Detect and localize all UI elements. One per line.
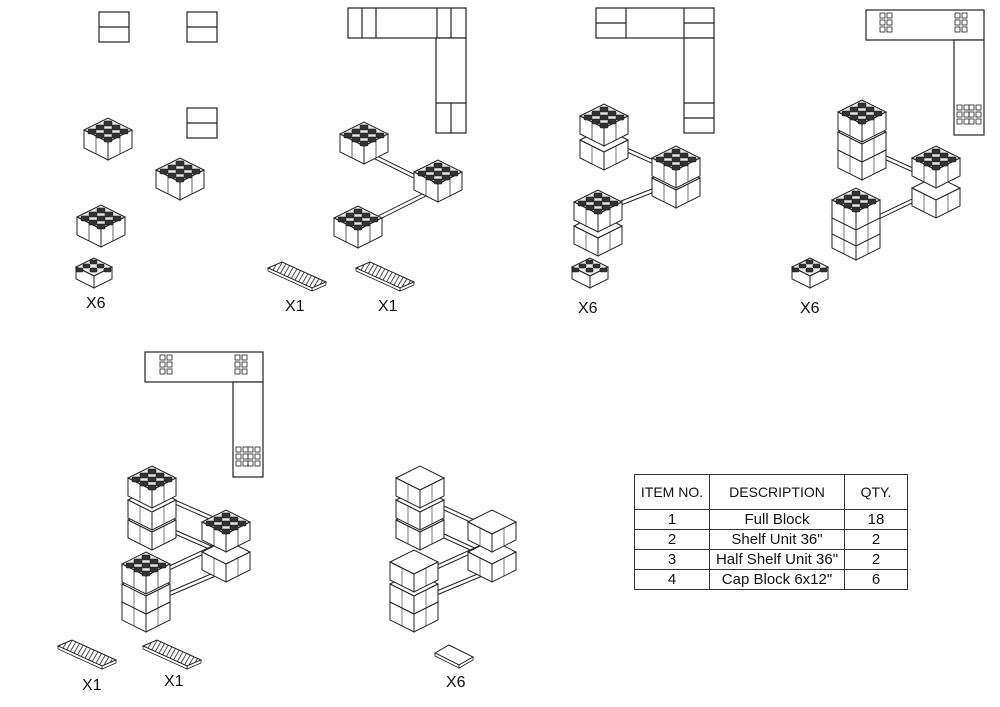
bom-cell-item-no: 3 [634,549,710,570]
bom-header-description: DESCRIPTION [709,474,845,510]
shelf-plank-icon [267,261,327,292]
loose-full-block-iso [791,257,829,289]
cap-block-icon [434,644,474,669]
bom-cell-item-no: 1 [634,509,710,530]
full-block-iso [155,157,205,201]
step-4-view [791,9,985,289]
step-2-view [267,7,467,292]
step-1-top-view [98,11,218,139]
bom-header-qty: QTY. [844,474,908,510]
full-block-iso [333,205,383,249]
qty-label-step4: X6 [800,300,820,317]
qty-label-step3: X6 [578,300,598,317]
shelf-plank-icon [57,639,117,670]
bom-header-item-no: ITEM NO. [634,474,710,510]
half-shelf-plank-icon [355,261,415,292]
qty-label-step5-half-shelf: X1 [164,673,184,690]
full-block-iso [911,145,961,189]
qty-label-step2-half-shelf: X1 [378,298,398,315]
step-5-top-view [144,351,264,478]
loose-full-block-iso [571,257,609,289]
full-block-iso [76,204,126,248]
table-row: 4 Cap Block 6x12" 6 [634,569,908,590]
qty-label-step6: X6 [446,674,466,691]
step-4-top-view [865,9,985,136]
qty-label-step2-shelf: X1 [285,298,305,315]
step-3-view [571,7,715,289]
bom-header-row: ITEM NO. DESCRIPTION QTY. [634,474,908,510]
bom-cell-item-no: 2 [634,529,710,550]
loose-full-block-iso [75,257,113,289]
bom-cell-qty: 6 [844,569,908,590]
step-2-top-view [347,7,467,134]
table-row: 1 Full Block 18 [634,509,908,530]
bom-cell-description: Full Block [709,509,845,530]
bom-cell-qty: 2 [844,529,908,550]
qty-label-step1: X6 [86,295,106,312]
bom-cell-item-no: 4 [634,569,710,590]
bom-cell-description: Shelf Unit 36" [709,529,845,550]
step-1-view [75,11,218,289]
table-row: 2 Shelf Unit 36" 2 [634,529,908,550]
bill-of-materials-table: ITEM NO. DESCRIPTION QTY. 1 Full Block 1… [634,474,908,590]
full-block-iso [83,117,133,161]
bom-cell-description: Half Shelf Unit 36" [709,549,845,570]
step-5-view [57,351,264,670]
table-row: 3 Half Shelf Unit 36" 2 [634,549,908,570]
cap-block-placed [467,509,517,553]
half-shelf-plank-icon [142,639,202,670]
bom-cell-qty: 18 [844,509,908,530]
bom-cell-description: Cap Block 6x12" [709,569,845,590]
step-6-view [389,465,517,669]
step-3-top-view [595,7,715,134]
bom-cell-qty: 2 [844,549,908,570]
qty-label-step5-shelf: X1 [82,677,102,694]
